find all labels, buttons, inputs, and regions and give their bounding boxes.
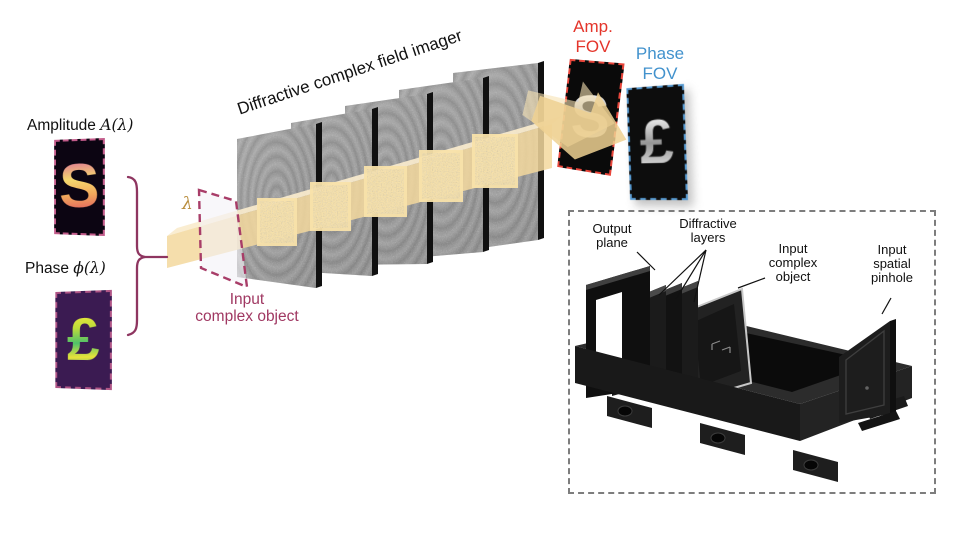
phase-input-image: £ xyxy=(55,289,112,391)
input-object-label-line2: complex object xyxy=(195,308,299,326)
phase-label-text: Phase xyxy=(25,260,69,277)
photo-inset-border xyxy=(568,210,936,494)
photo-label-input-spatial-pinhole: Input spatial pinhole xyxy=(856,242,928,286)
amplitude-label-text: Amplitude xyxy=(27,117,96,134)
photo-label-input-complex-object-line3: object xyxy=(775,269,811,285)
photo-label-input-complex-object: Input complex object xyxy=(753,241,833,285)
photo-label-diffractive-layers-line1: Diffractive xyxy=(679,216,737,231)
phase-fov-image: £ xyxy=(626,83,688,201)
phase-label: Phase ϕ(λ) xyxy=(25,259,106,278)
photo-label-input-complex-object-line1: Input xyxy=(778,241,808,256)
amplitude-input-image: S xyxy=(54,138,105,236)
amp-fov-label-line1: Amp. xyxy=(573,17,613,36)
phase-fov-label-line1: Phase xyxy=(635,44,685,63)
beam-layer-intersections xyxy=(257,134,518,246)
amp-fov-label-line2: FOV xyxy=(575,36,611,56)
device-photo xyxy=(575,249,912,482)
photo-label-output-plane-line2: plane xyxy=(596,235,628,251)
amp-fov-label: Amp. FOV xyxy=(561,17,625,56)
phase-math: ϕ(λ) xyxy=(73,259,106,277)
photo-label-diffractive-layers: Diffractive layers xyxy=(664,216,752,246)
phase-fov-label: Phase FOV xyxy=(628,44,692,83)
photo-label-input-spatial-pinhole-line3: pinhole xyxy=(871,270,913,286)
phase-fov-glyph: £ xyxy=(638,107,675,178)
amp-phase-brace xyxy=(126,175,169,337)
photo-label-input-spatial-pinhole-line1: Input xyxy=(877,242,907,257)
photo-label-output-plane: Output plane xyxy=(580,221,644,251)
photo-leader-lines xyxy=(636,249,892,315)
amplitude-math: A(λ) xyxy=(100,116,134,134)
phase-fov-label-line2: FOV xyxy=(642,63,678,83)
input-object-label: Input complex object xyxy=(172,291,322,326)
input-object-plane xyxy=(197,188,249,289)
lambda-symbol: λ xyxy=(182,194,193,214)
amplitude-label: Amplitude A(λ) xyxy=(27,116,133,135)
input-object-label-line1: Input xyxy=(229,291,265,308)
photo-label-input-complex-object-line2: complex xyxy=(768,255,818,271)
photo-input-complex-object xyxy=(682,287,753,402)
photo-label-output-plane-line1: Output xyxy=(592,221,632,236)
photo-input-spatial-pinhole xyxy=(839,319,900,431)
phase-glyph: £ xyxy=(66,305,100,374)
amplitude-glyph: S xyxy=(59,151,100,222)
photo-label-diffractive-layers-line2: layers xyxy=(690,230,726,246)
photo-label-input-spatial-pinhole-line2: spatial xyxy=(873,256,911,272)
